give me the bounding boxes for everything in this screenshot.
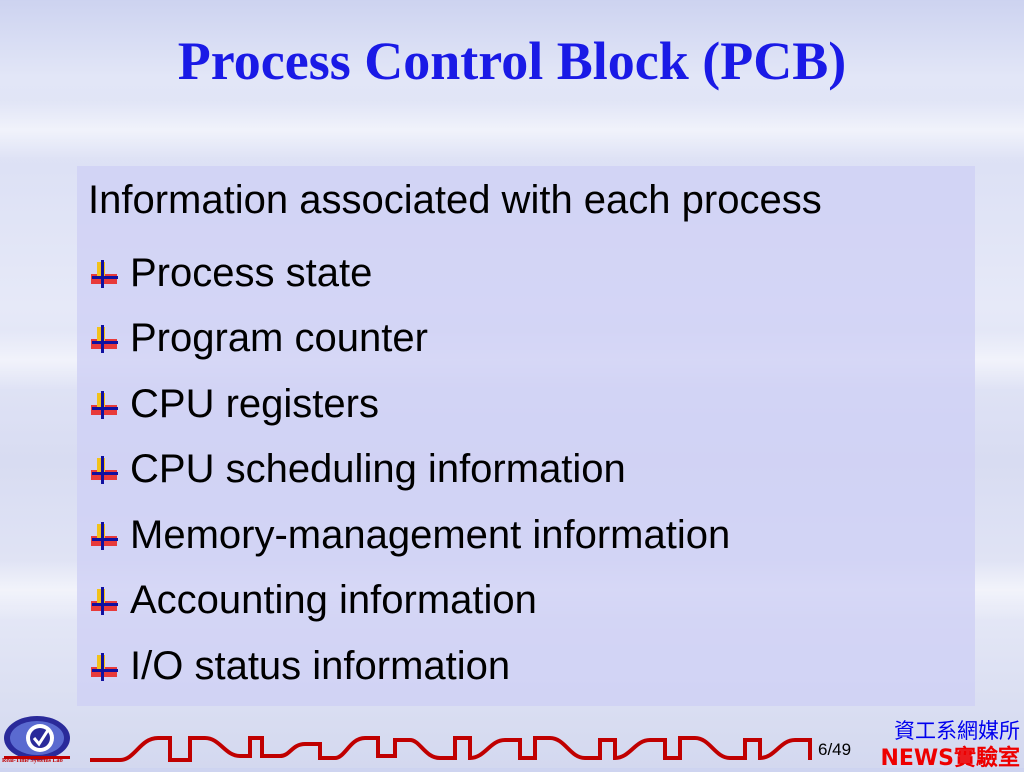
bullet-text: Accounting information [130, 578, 537, 623]
decorative-footer-strip [90, 736, 812, 762]
bullet-text: CPU scheduling information [130, 447, 626, 492]
rts-lab-logo-icon [4, 716, 70, 760]
background-cloud-band [0, 100, 1024, 160]
bullet-item: Program counter [88, 306, 730, 372]
flag-cross-icon [91, 259, 118, 288]
bullet-item: CPU registers [88, 371, 730, 437]
bullet-list: Process state Program counter CPU regist… [88, 240, 730, 699]
flag-cross-icon [91, 456, 118, 485]
bullet-item: Process state [88, 240, 730, 306]
bullet-text: CPU registers [130, 381, 379, 426]
bullet-item: CPU scheduling information [88, 437, 730, 503]
lab-label: NEWS實驗室 [880, 746, 1020, 771]
content-panel [77, 166, 975, 706]
page-number: 6/49 [818, 740, 852, 759]
flag-cross-icon [91, 587, 118, 616]
bullet-text: Process state [130, 250, 373, 295]
department-label: 資工系網媒所 [894, 719, 1020, 743]
slide-title: Process Control Block (PCB) [177, 31, 847, 91]
logo-caption: Real-Time Systems Lab [2, 758, 63, 764]
bullet-item: I/O status information [88, 633, 730, 699]
bullet-text: Program counter [130, 316, 428, 361]
bullet-text: I/O status information [130, 643, 511, 688]
flag-cross-icon [91, 390, 118, 419]
bullet-text: Memory-management information [130, 512, 731, 557]
bullet-item: Memory-management information [88, 502, 730, 568]
bullet-item: Accounting information [88, 568, 730, 634]
intro-text: Information associated with each process [88, 178, 822, 222]
flag-cross-icon [91, 521, 118, 550]
flag-cross-icon [91, 652, 118, 681]
flag-cross-icon [91, 325, 118, 354]
